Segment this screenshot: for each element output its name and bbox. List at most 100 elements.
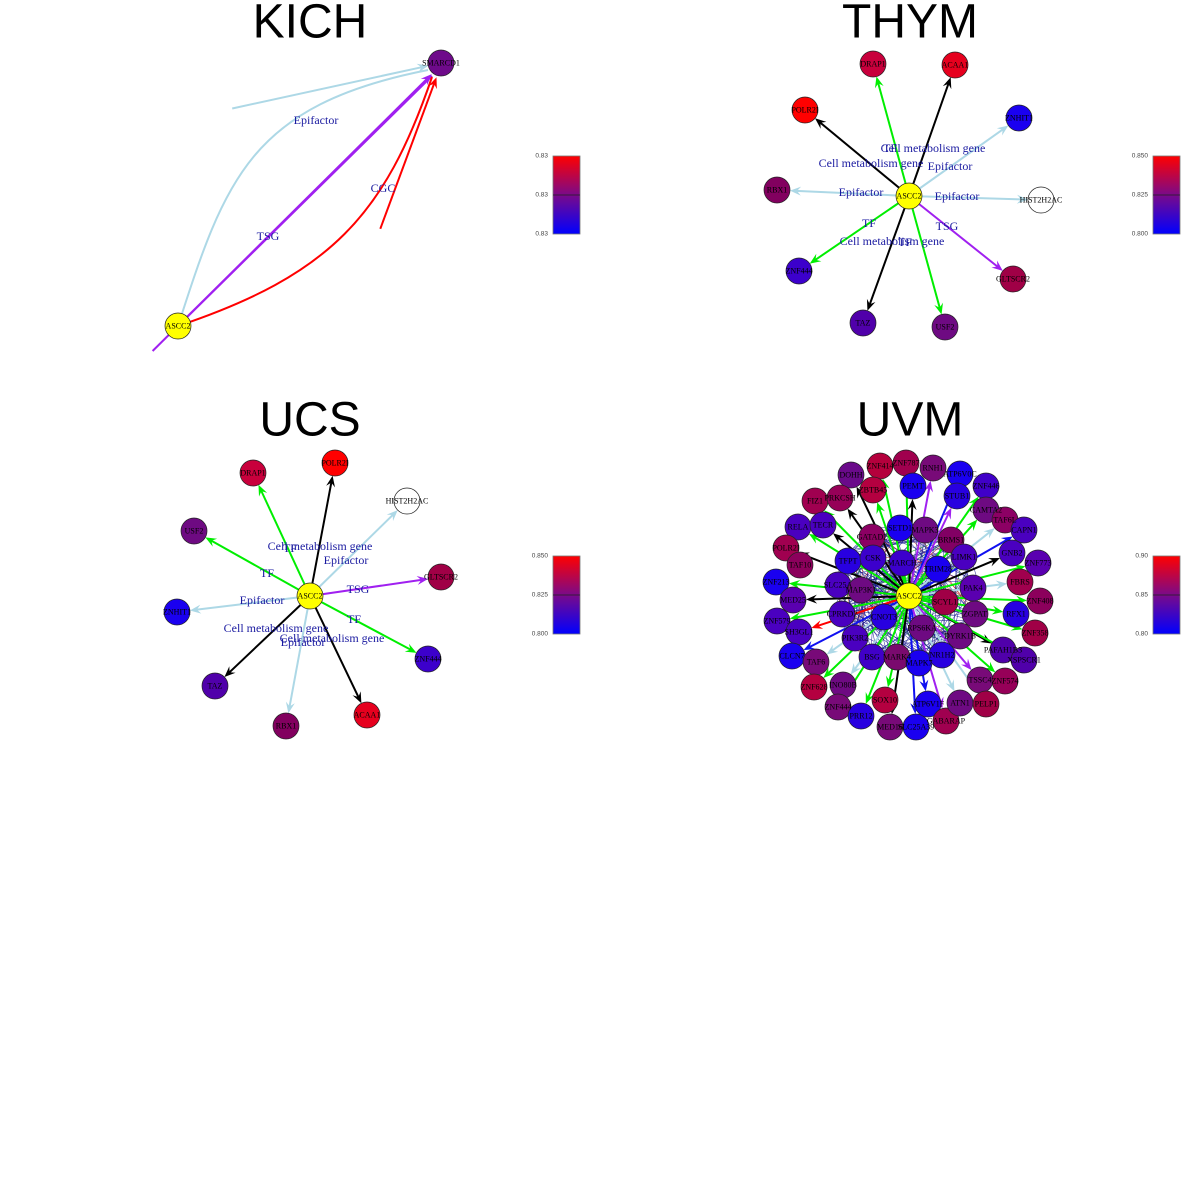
edge-taz [868,195,910,306]
node-label: TRIM28 [924,565,952,574]
nodes [762,449,1054,741]
node-label: ZNF574 [991,677,1018,686]
node-label: ASCC2 [298,592,323,601]
node-circle [871,686,899,714]
nodes [763,50,1055,341]
edge-polr2i-arrowhead [815,118,827,129]
edge-drap1 [260,489,311,597]
edge-label: Cell metabolism gene [881,141,986,155]
node-circle [837,461,865,489]
colorbar-tick-label: 0.83 [535,153,548,160]
edges [189,475,429,714]
node-circle [928,641,956,669]
edge-clcn7-arrowhead [803,641,816,651]
node-label: ZNF444 [785,267,812,276]
edge-hist2h2ac [908,195,1023,201]
node-circle [786,551,814,579]
colorbar-tick-label: 0.83 [535,231,548,238]
node-label: STUB1 [945,492,969,501]
node-label: GABARAP [927,717,966,726]
node-label: POLR2I [772,544,799,553]
node-label: ZNF444 [824,703,851,712]
node-circle [914,690,942,718]
edge-label: TF [883,141,897,155]
edge-znhit1 [195,595,311,611]
node-label: HIST2H2AC [1020,196,1063,205]
edge-label: Cell metabolism gene [280,631,385,645]
node-label: CPRKD2 [827,610,858,619]
edge-tip-arrowhead [416,63,429,73]
edge-prkcsh-arrowhead [847,508,858,521]
node-circle [763,176,791,204]
node-label: MED16 [877,723,903,732]
node-label: DRAP1 [860,60,885,69]
edge-fbrs-arrowhead [995,580,1008,590]
edge-label: Cell metabolism gene [268,539,373,553]
node-circle [902,713,930,741]
node-label: RELA [788,523,809,532]
node-label: ATP6V0C [943,470,976,479]
node-label: USF2 [185,527,204,536]
node-label: INO80B [829,681,857,690]
edge-znf213-arrowhead [788,580,801,589]
node-label: RNH1 [923,464,944,473]
edge-gnb2-arrowhead [988,558,1001,567]
edge-taz-arrowhead [866,298,876,311]
node-circle [888,549,916,577]
node-label: ZNHIT1 [1005,114,1033,123]
node-circle [414,645,442,673]
node-label: TAF10 [789,561,811,570]
node-label: MED25 [780,596,806,605]
node-labels: DOHHZNF414ZNF787RNH1ATP6V0CZNF446PEMTZBT… [762,459,1053,732]
edge-drap1-arrowhead [258,484,268,497]
colorbar-tick-label: 0.825 [532,592,549,599]
panel-title: THYM [842,0,978,49]
node-label: SOX10 [873,696,897,705]
node-label: TAF6 [807,658,825,667]
colorbar-tick-label: 0.800 [1132,231,1149,238]
node-circle [859,544,887,572]
edge-camta2-arrowhead [966,519,978,531]
node-label: PAFAH1B3 [984,646,1022,655]
node-label: TAF6L [993,516,1016,525]
node-label: DRAP1 [240,469,265,478]
edge-pemt-arrowhead [907,498,917,511]
node-label: GNB2 [1002,549,1023,558]
node-label: GATAD2 [857,533,887,542]
edge-znf574-arrowhead [984,661,996,673]
edge-atp6v1f-arrowhead [919,679,929,692]
node-label: ZNF628 [800,683,827,692]
node-circle [941,51,969,79]
panel-kich: KICH0.830.830.83EpifactorTSGCGCSMARCD1AS… [151,0,581,352]
node-circle [895,182,923,210]
edge-znf628 [827,595,910,675]
edge-znhit1-arrowhead [996,125,1009,136]
node-label: CAMTA2 [970,506,1002,515]
edge-label: CGC [371,181,396,195]
node-circle [932,707,960,735]
colorbar-tick-label: 0.83 [535,192,548,199]
node-label: FIZ1 [807,497,823,506]
node-circle [841,624,869,652]
node-label: SLC25A39 [898,723,934,732]
node-label: ATN1 [950,699,970,708]
edge-znhit1-arrowhead [189,604,202,614]
edge-gltscr2-arrowhead [991,260,1003,271]
node-labels: DRAP1POLR2IHIST2H2ACUSF2GLTSCR2ZNHIT1ZNF… [163,459,458,731]
node-circle [809,511,837,539]
node-circle [859,50,887,78]
node-circle [899,472,927,500]
node-label: PEMT [902,482,923,491]
edge-cgc [177,76,433,327]
edge-label: TSG [936,219,959,233]
node-label: SETD1 [888,524,912,533]
edge-taz-arrowhead [224,666,236,678]
node-label: ASCC2 [897,192,922,201]
node-label: GLTSCR2 [424,573,458,582]
edge-tip [231,66,423,110]
edge-label: Epifactor [294,113,339,127]
node-circle [427,49,455,77]
edge-drap1-arrowhead [874,76,884,89]
